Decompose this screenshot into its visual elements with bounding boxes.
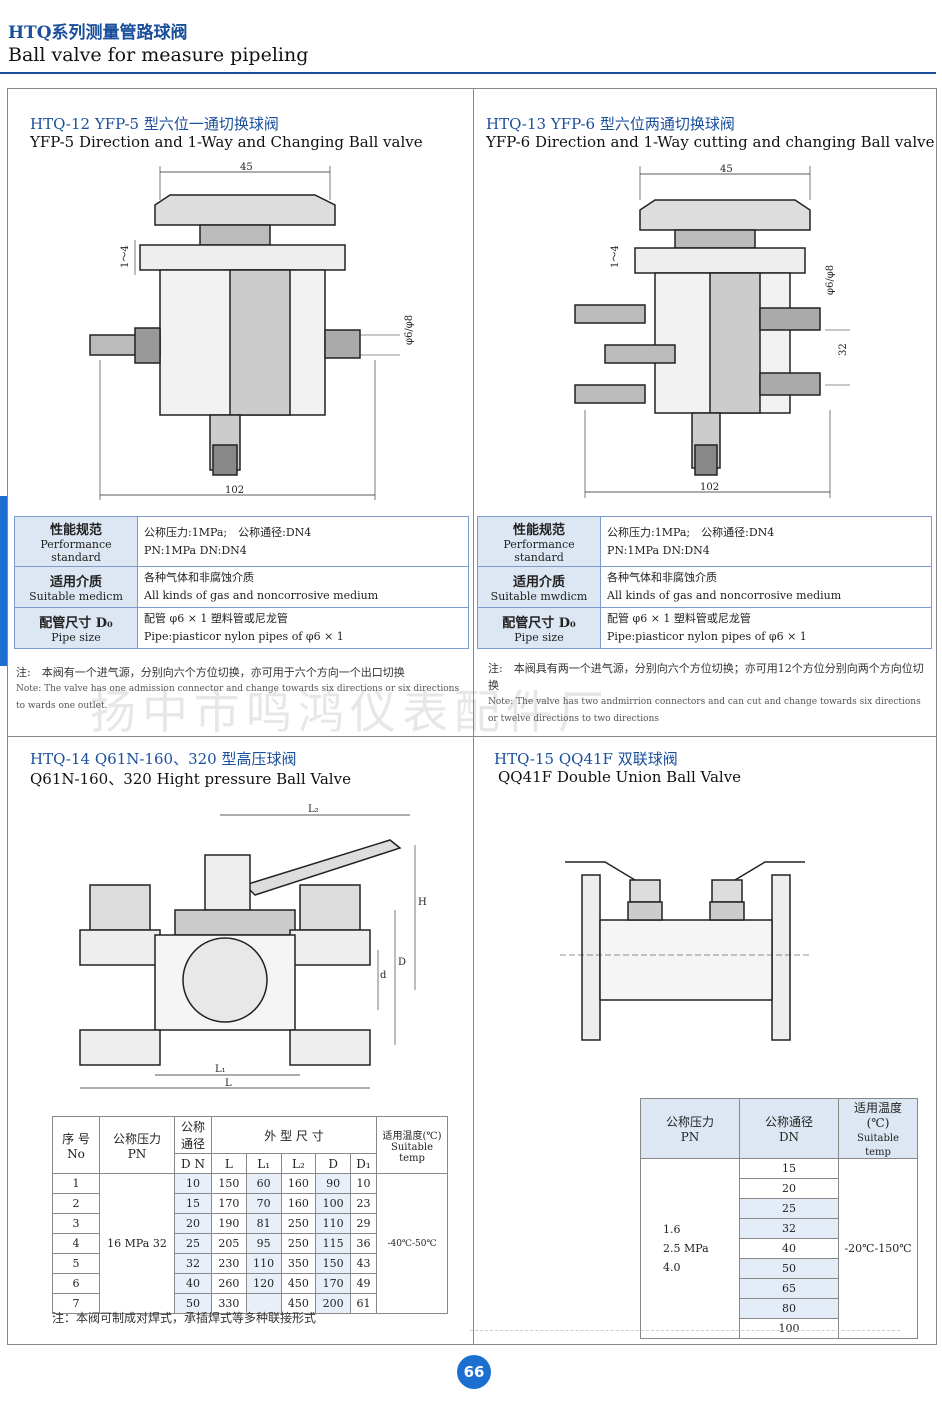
dim-L: L: [225, 1078, 232, 1089]
header-title-en: Ball valve for measure pipeling: [8, 44, 309, 66]
header-title-cn: HTQ系列测量管路球阀: [8, 23, 188, 43]
header-rule: [0, 72, 936, 74]
section-14-title-en: Q61N-160、320 Hight pressure Ball Valve: [30, 770, 351, 788]
section-15-title-en: QQ41F Double Union Ball Valve: [498, 768, 742, 786]
watermark: 扬中市鸣鸿仪表配件厂: [90, 685, 610, 739]
side-tab: [0, 496, 7, 666]
dim-D: D: [398, 957, 406, 968]
horizontal-divider: [7, 736, 936, 737]
section-13-title-en: YFP-6 Direction and 1-Way cutting and ch…: [486, 133, 935, 151]
page-frame: [7, 88, 937, 1345]
table-row: 6 40 260 120 450 170 49: [52, 1273, 448, 1294]
dim-bottom: 102: [700, 482, 719, 493]
section-13-note-cn: 注: 本阀具有两一个进气源，分别向六个方位切换；亦可用12个方位分别向两个方向位…: [488, 662, 924, 692]
dim-right: φ6/φ8: [404, 315, 415, 345]
dim-L1: L₁: [215, 1064, 226, 1075]
section-15-title-cn: HTQ-15 QQ41F 双联球阀: [494, 750, 678, 768]
dim-bottom: 102: [225, 485, 244, 496]
section-14-title-cn: HTQ-14 Q61N-160、320 型高压球阀: [30, 750, 297, 768]
dim-L2: L₂: [308, 804, 319, 815]
section-13-note-en: Note: The valve has two andmirrion conne…: [488, 697, 921, 724]
section-14-drawing: L₂ H D d L₁ L: [79, 804, 427, 1089]
table-row: 5 32 230 110 350 150 43: [52, 1253, 448, 1274]
dim-left: 1～4: [610, 245, 621, 268]
section-13-drawing: 45 102 1～4 φ6/φ8 32: [574, 164, 850, 498]
section-13-title-cn: HTQ-13 YFP-6 型六位两通切换球阀: [486, 115, 735, 133]
section-12-title-cn: HTQ-12 YFP-5 型六位一通切换球阀: [30, 115, 279, 133]
dim-left: 1～4: [120, 245, 131, 268]
section-15-drawing: [560, 861, 810, 1041]
dim-right-2: 32: [838, 343, 849, 356]
table-row: 25: [641, 1198, 918, 1219]
dim-H: H: [418, 897, 427, 908]
section-14-note: 注：本阀可制成对焊式，承插焊式等多种联接形式: [52, 1311, 317, 1325]
section-12-note: 注: 本阀有一个进气源，分别向六个方位切换，亦可用于六个方向一个出口切换 Not…: [16, 664, 464, 715]
table-row: 1 16 MPa 32 10 150 60 160 90 10 -40℃-50℃: [52, 1173, 448, 1314]
dim-top: 45: [720, 164, 733, 175]
footer-dash-line: [470, 1330, 900, 1331]
table-row: 65: [641, 1278, 918, 1299]
table-row: 7 50 330 450 200 61: [52, 1293, 448, 1314]
section-12-note-en: Note: The valve has one admission connec…: [16, 684, 460, 711]
section-13-note: 注: 本阀具有两一个进气源，分别向六个方位切换；亦可用12个方位分别向两个方向位…: [488, 660, 928, 728]
table-row: 32: [641, 1218, 918, 1239]
table-row: 2 15 170 70 160 100 23: [52, 1193, 448, 1214]
section-12-note-cn: 注: 本阀有一个进气源，分别向六个方位切换，亦可用于六个方向一个出口切换: [16, 666, 405, 679]
table-row: 80: [641, 1298, 918, 1319]
section-12-drawing: 45 102 1～4 φ6/φ8: [89, 162, 415, 500]
page-number: 66: [457, 1355, 491, 1389]
section-12-title-en: YFP-5 Direction and 1-Way and Changing B…: [30, 133, 423, 151]
table-row: 100: [641, 1318, 918, 1339]
vertical-divider: [473, 88, 474, 1344]
dim-top: 45: [240, 162, 253, 173]
dim-d: d: [380, 970, 387, 981]
dim-right: φ6/φ8: [825, 265, 836, 295]
table-row: 3 20 190 81 250 110 29: [52, 1213, 448, 1234]
